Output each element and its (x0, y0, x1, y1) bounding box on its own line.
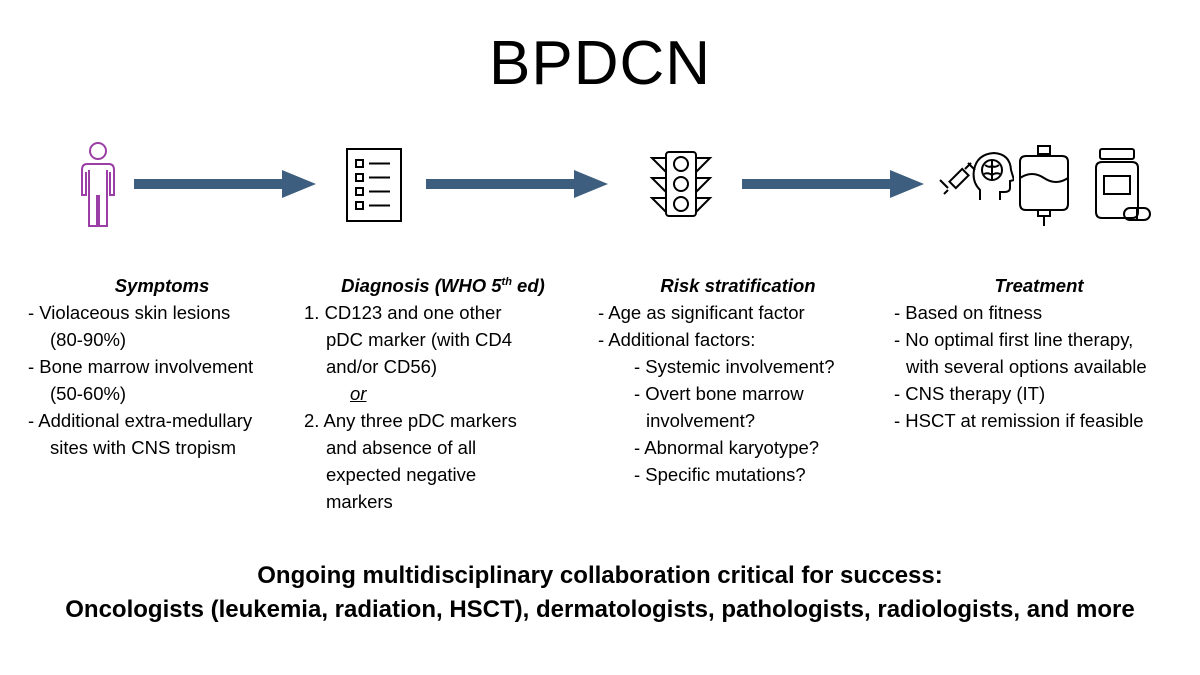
treatment-line: with several options available (906, 356, 1147, 377)
page-title: BPDCN (488, 29, 712, 98)
flow-arrow-2 (426, 170, 608, 198)
footer-line-2: Oncologists (leukemia, radiation, HSCT),… (65, 596, 1135, 623)
diagnosis-line: and/or CD56) (326, 356, 438, 377)
symptoms-line: - Violaceous skin lesions (28, 302, 231, 323)
risk-line: - Specific mutations? (634, 464, 806, 485)
risk-column: Risk stratification - Age as significant… (598, 272, 878, 488)
treatment-line: - No optimal first line therapy, (894, 329, 1134, 350)
risk-line: - Age as significant factor (598, 302, 805, 323)
risk-line: - Overt bone marrow (634, 383, 804, 404)
diagnosis-line: 1. CD123 and one other (304, 302, 502, 323)
checklist-icon (346, 148, 402, 222)
injection-icon (939, 162, 976, 195)
diagnosis-line: markers (326, 491, 393, 512)
symptoms-line: sites with CNS tropism (50, 437, 237, 458)
symptoms-heading: Symptoms (114, 275, 210, 296)
pill-bottle-icon (1095, 148, 1151, 221)
person-icon (81, 142, 115, 227)
traffic-light-icon (649, 151, 713, 217)
diagnosis-line: expected negative (326, 464, 477, 485)
treatment-line: - HSCT at remission if feasible (894, 410, 1144, 431)
treatment-line: - Based on fitness (894, 302, 1043, 323)
flow-arrow-1 (134, 170, 316, 198)
treatment-line: - CNS therapy (IT) (894, 383, 1046, 404)
risk-heading: Risk stratification (660, 275, 816, 296)
diagnosis-heading: Diagnosis (WHO 5th ed) (341, 275, 545, 296)
diagnosis-line: and absence of all (326, 437, 477, 458)
treatment-heading: Treatment (994, 275, 1084, 296)
risk-line: - Abnormal karyotype? (634, 437, 820, 458)
treatment-column: Treatment - Based on fitness - No optima… (894, 272, 1184, 434)
diagnosis-line: 2. Any three pDC markers (304, 410, 517, 431)
risk-line: - Additional factors: (598, 329, 756, 350)
risk-line: - Systemic involvement? (634, 356, 835, 377)
brain-head-icon (972, 151, 1014, 200)
symptoms-line: (50-60%) (50, 383, 127, 404)
diagnosis-or-connector: or (350, 383, 367, 404)
diagnosis-line: pDC marker (with CD4 (326, 329, 513, 350)
symptoms-line: (80-90%) (50, 329, 127, 350)
risk-line: involvement? (646, 410, 756, 431)
flow-arrow-3 (742, 170, 924, 198)
footer-line-1: Ongoing multidisciplinary collaboration … (257, 562, 943, 589)
symptoms-line: - Additional extra-medullary (28, 410, 253, 431)
symptoms-column: Symptoms - Violaceous skin lesions (80-9… (28, 272, 296, 461)
iv-bag-icon (1019, 145, 1069, 226)
diagnosis-column: Diagnosis (WHO 5th ed) 1. CD123 and one … (304, 272, 564, 515)
symptoms-line: - Bone marrow involvement (28, 356, 254, 377)
